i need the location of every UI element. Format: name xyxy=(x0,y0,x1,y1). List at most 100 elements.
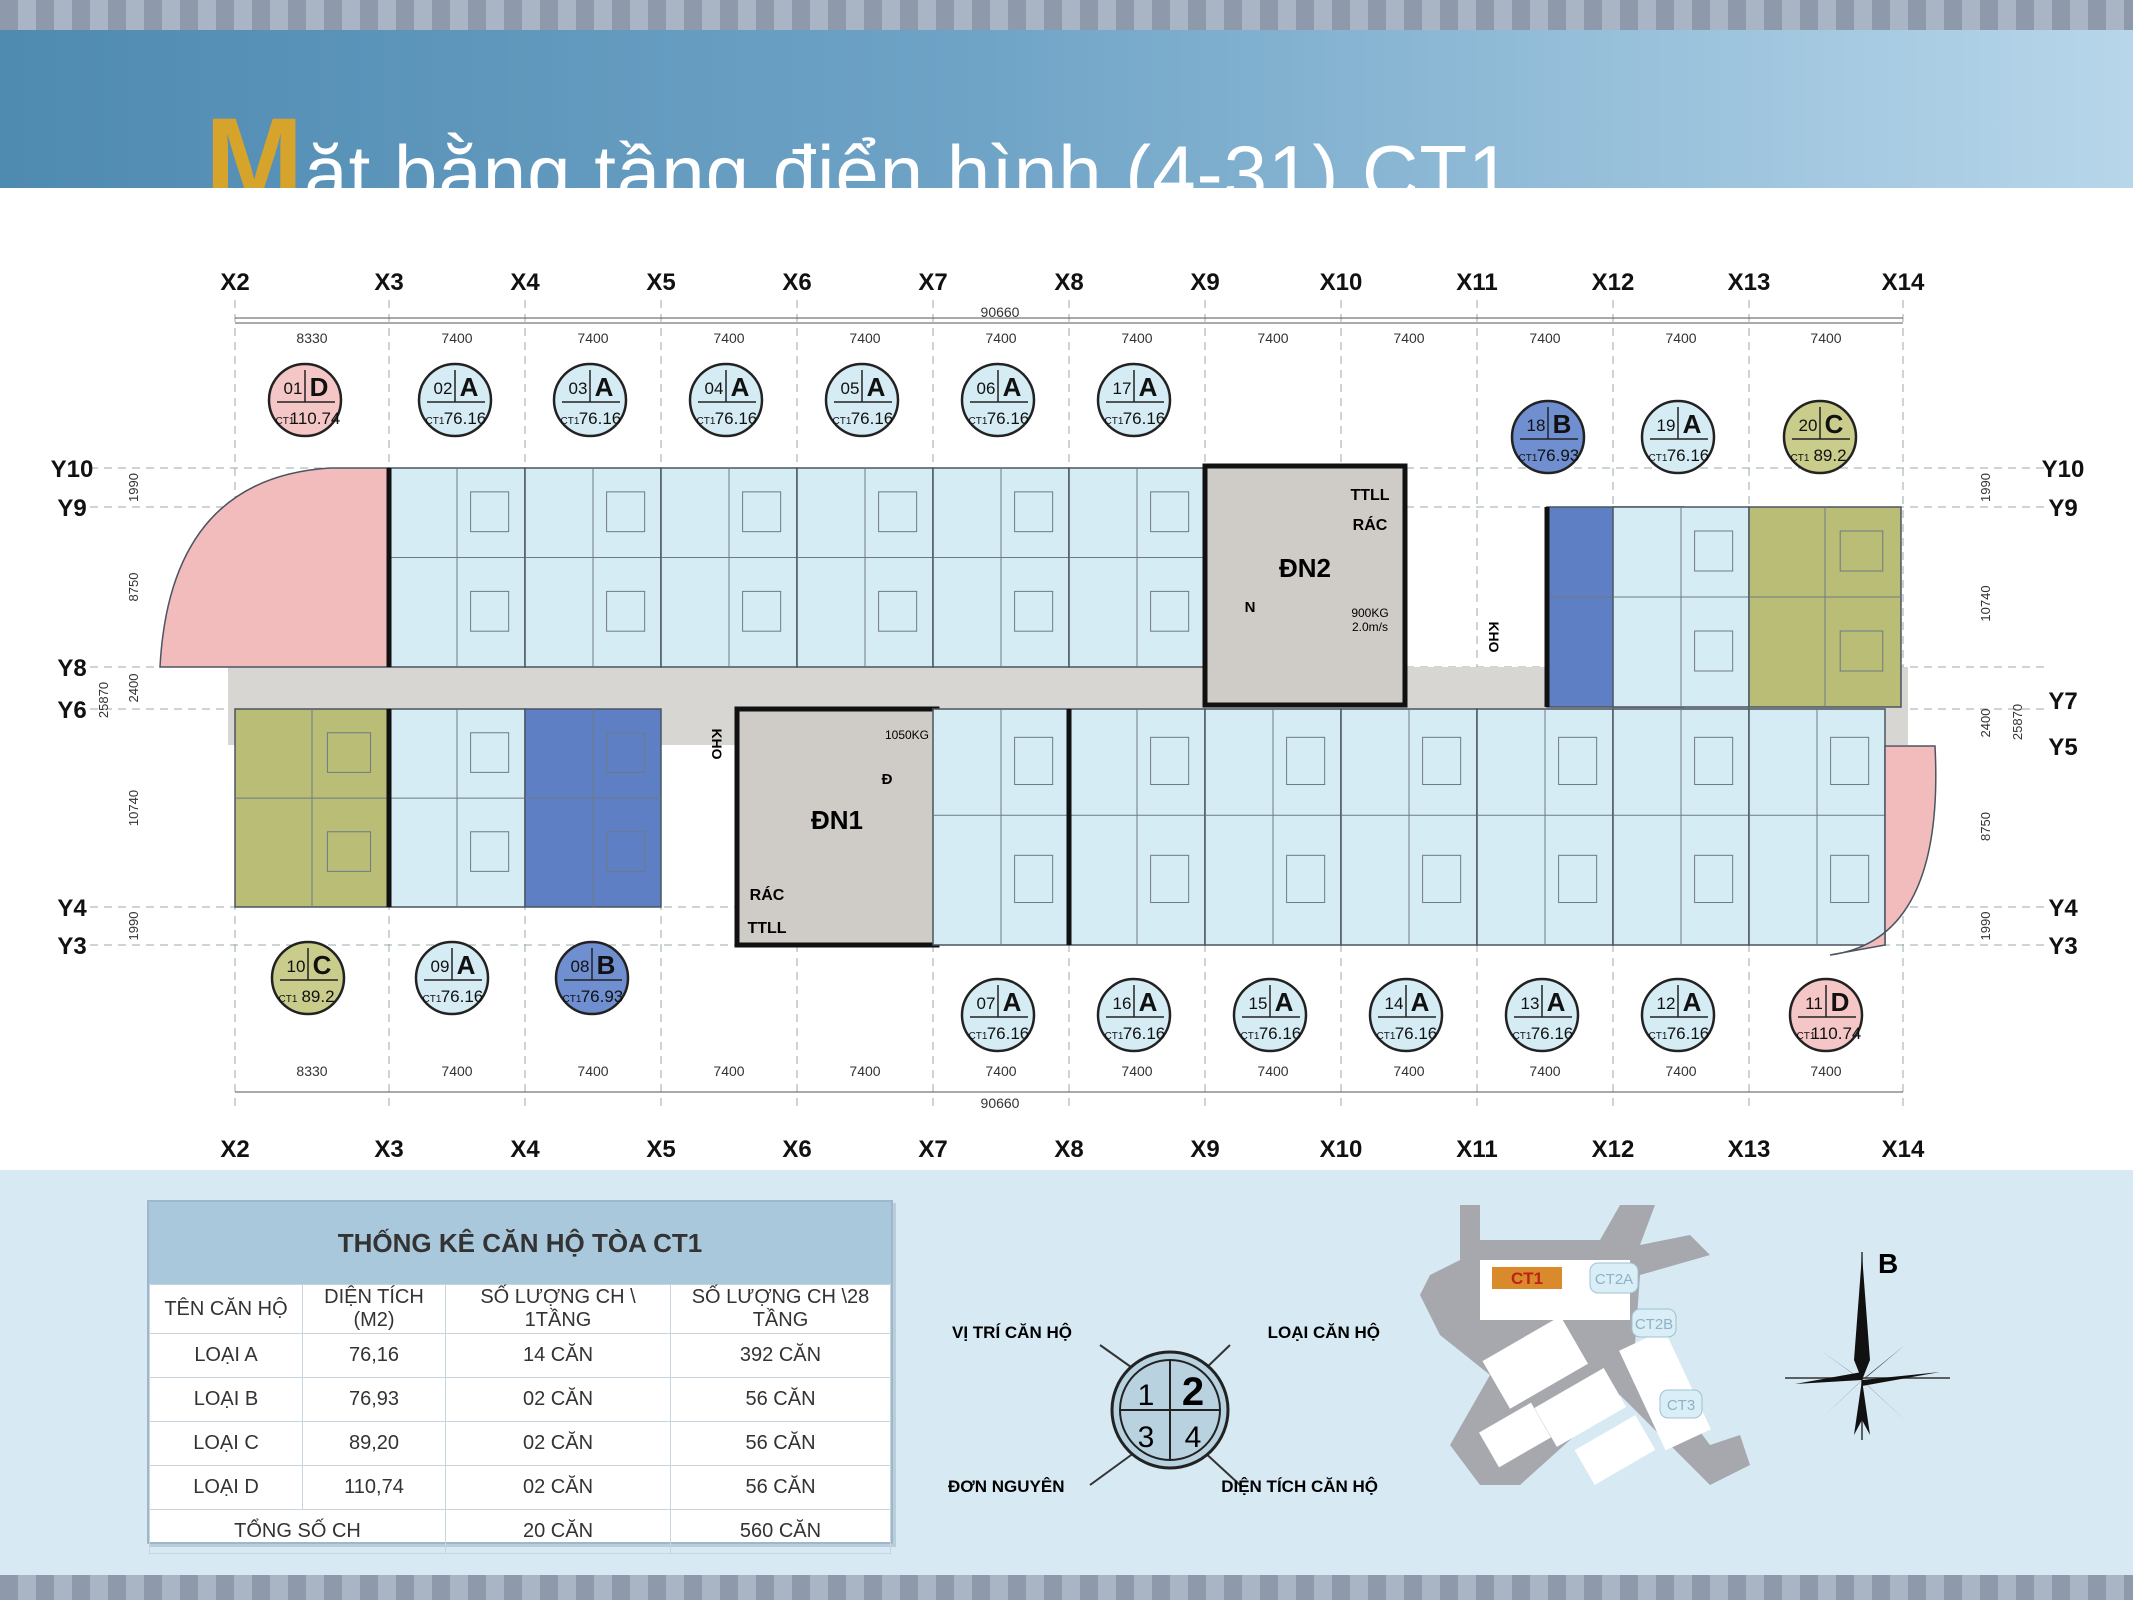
x-axis-label-top: X5 xyxy=(646,269,675,296)
bed xyxy=(1558,854,1598,904)
x-axis-label-top: X7 xyxy=(918,269,947,296)
axis-bubble xyxy=(916,1132,950,1166)
unit-area: 76.16 xyxy=(1259,1024,1302,1043)
dim-top-label: 7400 xyxy=(849,330,880,346)
cell: LOẠI C xyxy=(149,1421,303,1466)
unit-building: CT1 xyxy=(279,994,298,1005)
ct3-tower xyxy=(1659,1389,1703,1419)
right-dim-label: 1990 xyxy=(1978,473,1993,502)
bed xyxy=(1839,630,1884,672)
core-dn1-label: ĐN1 xyxy=(811,805,863,835)
unit-number: 20 xyxy=(1799,416,1818,435)
site-ct2b-label: CT2B xyxy=(1635,1316,1673,1333)
right-dim-label: 8750 xyxy=(1978,812,1993,841)
unit-11-shape xyxy=(1829,745,1937,956)
y-axis-label-right: Y3 xyxy=(2048,933,2077,960)
x-axis-label-top: X4 xyxy=(510,269,540,296)
left-dim-label: 2400 xyxy=(126,674,141,703)
axis-bubble xyxy=(1596,1132,1630,1166)
cell: 110,74 xyxy=(302,1465,446,1510)
cell: 392 CĂN xyxy=(670,1333,891,1378)
y-axis-label-right: Y4 xyxy=(2048,895,2078,922)
axis-bubble xyxy=(1052,1132,1086,1166)
x-axis-label-top: X8 xyxy=(1054,269,1083,296)
left-dim-label: 1990 xyxy=(126,473,141,502)
bed xyxy=(606,732,646,773)
y-axis-label-left: Y3 xyxy=(57,933,86,960)
axis-bubble xyxy=(1324,265,1358,299)
bed xyxy=(1014,491,1054,533)
kho-label: KHO xyxy=(1486,621,1502,652)
unit-area: 76.16 xyxy=(987,1024,1030,1043)
dim-bottom-label: 7400 xyxy=(1665,1063,1696,1079)
axis-bubble xyxy=(1596,265,1630,299)
x-axis-label-bottom: X2 xyxy=(220,1136,249,1163)
unit-type: B xyxy=(1553,409,1572,439)
bed xyxy=(878,491,918,533)
unit-type: C xyxy=(1825,409,1844,439)
dim-bottom-label: 7400 xyxy=(713,1063,744,1079)
x-axis-label-bottom: X6 xyxy=(782,1136,811,1163)
unit-number: 02 xyxy=(434,379,453,398)
x-axis-label-bottom: X14 xyxy=(1882,1136,1925,1163)
x-axis-label-top: X10 xyxy=(1320,269,1363,296)
site-location-map: CT1 CT2A CT2B CT3 xyxy=(1420,1205,1750,1485)
axis-bubble xyxy=(644,1132,678,1166)
unit-type: A xyxy=(1547,987,1566,1017)
bed xyxy=(1014,736,1054,786)
axis-bubble xyxy=(1460,1132,1494,1166)
core-n-label: N xyxy=(1245,599,1256,616)
unit-area: 76.16 xyxy=(1531,1024,1574,1043)
unit-building: CT1 xyxy=(423,994,442,1005)
unit-type: A xyxy=(1275,987,1294,1017)
bed xyxy=(742,491,782,533)
site-block xyxy=(1574,1415,1656,1485)
unit-number: 15 xyxy=(1249,994,1268,1013)
cell: 02 CĂN xyxy=(445,1421,671,1466)
cell: 14 CĂN xyxy=(445,1333,671,1378)
total-label: TỔNG SỐ CH xyxy=(149,1509,446,1554)
bed xyxy=(326,831,372,872)
unit-building: CT1 xyxy=(697,416,716,427)
right-total-dim: 25870 xyxy=(2010,704,2025,740)
unit-number: 17 xyxy=(1113,379,1132,398)
unit-number: 16 xyxy=(1113,994,1132,1013)
y-axis-label-left: Y10 xyxy=(51,456,94,483)
bed xyxy=(470,831,510,872)
dim-top-label: 7400 xyxy=(441,330,472,346)
elevator-label: 900KG xyxy=(1351,606,1388,620)
x-axis-label-bottom: X5 xyxy=(646,1136,675,1163)
x-axis-label-bottom: X12 xyxy=(1592,1136,1635,1163)
dim-top-label: 7400 xyxy=(577,330,608,346)
y-axis-label-right: Y9 xyxy=(2048,495,2077,522)
x-axis-label-bottom: X9 xyxy=(1190,1136,1219,1163)
bed xyxy=(1150,491,1190,533)
compass-north-label: B xyxy=(1878,1248,1898,1279)
unit-area: 76.16 xyxy=(1667,1024,1710,1043)
x-axis-label-bottom: X11 xyxy=(1456,1136,1497,1163)
bed xyxy=(1150,854,1190,904)
bed xyxy=(1286,736,1326,786)
unit-type: A xyxy=(595,372,614,402)
axis-bubble xyxy=(1188,1132,1222,1166)
axis-bubble xyxy=(218,265,252,299)
x-axis-label-top: X2 xyxy=(220,269,249,296)
unit-type: C xyxy=(313,950,332,980)
left-dim-label: 8750 xyxy=(126,573,141,602)
cell: 56 CĂN xyxy=(670,1421,891,1466)
cell: 76,93 xyxy=(302,1377,446,1422)
y-axis-label-left: Y6 xyxy=(57,697,86,724)
unit-number: 18 xyxy=(1527,416,1546,435)
bed xyxy=(1558,736,1598,786)
bed xyxy=(1694,530,1734,572)
unit-area: 76.93 xyxy=(581,987,624,1006)
y-axis-label-left: Y8 xyxy=(57,655,86,682)
x-axis-label-top: X3 xyxy=(374,269,403,296)
legend-q2: 2 xyxy=(1182,1370,1204,1414)
x-axis-label-top: X13 xyxy=(1728,269,1771,296)
axis-bubble xyxy=(644,265,678,299)
bed xyxy=(470,732,510,773)
cell: 56 CĂN xyxy=(670,1377,891,1422)
dim-bottom-label: 7400 xyxy=(1529,1063,1560,1079)
